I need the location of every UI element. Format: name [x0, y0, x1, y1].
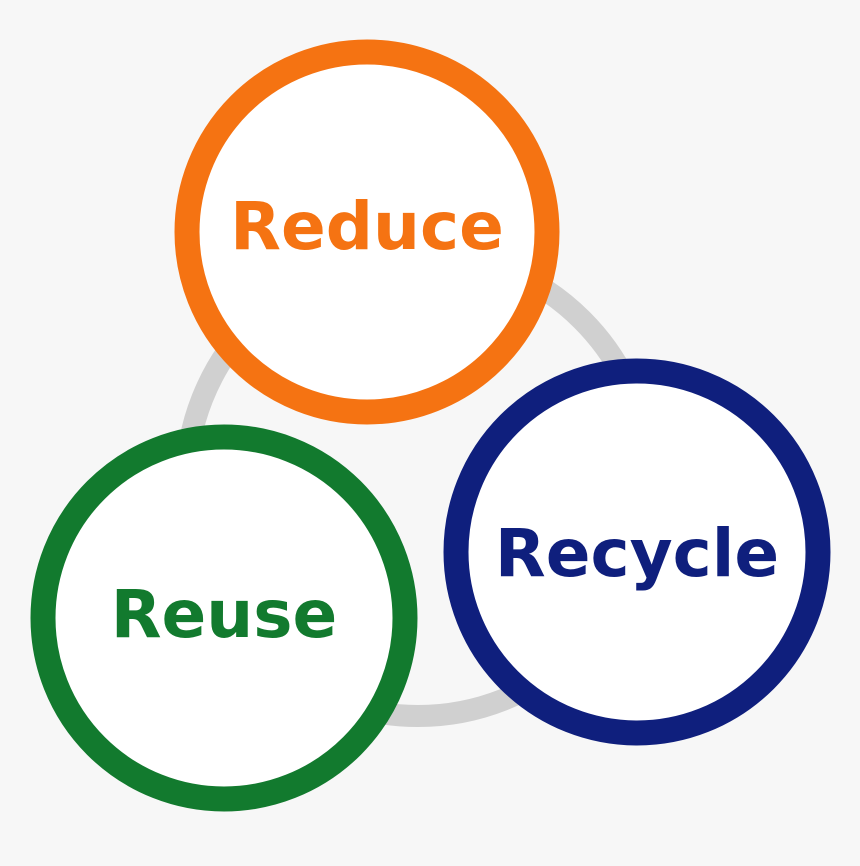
recycle-node: Recycle: [443, 358, 831, 746]
reduce-node: Reduce: [174, 39, 560, 425]
reuse-node: Reuse: [30, 424, 418, 812]
reuse-label: Reuse: [111, 576, 338, 653]
recycle-label: Recycle: [495, 515, 779, 592]
recycle-circle: [443, 358, 831, 746]
reduce-circle: [174, 39, 560, 425]
reduce-label: Reduce: [230, 188, 504, 265]
reuse-circle: [30, 424, 418, 812]
